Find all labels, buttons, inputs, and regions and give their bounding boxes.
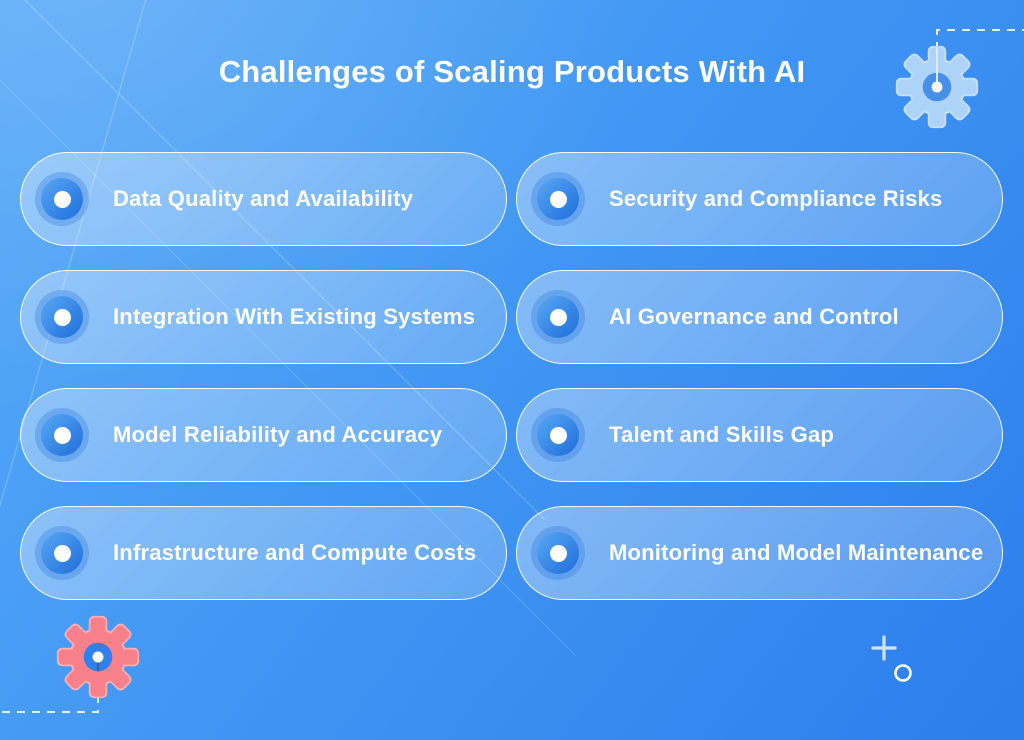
challenges-grid: Data Quality and Availability Integratio… bbox=[20, 152, 1003, 600]
dot-circle-icon bbox=[531, 526, 585, 580]
challenge-label: Infrastructure and Compute Costs bbox=[113, 540, 477, 565]
challenge-label: Data Quality and Availability bbox=[113, 186, 414, 211]
dot-circle-icon bbox=[35, 290, 89, 344]
dot-circle-icon bbox=[531, 290, 585, 344]
challenge-pill: AI Governance and Control bbox=[516, 270, 1003, 364]
ring-icon bbox=[894, 664, 912, 682]
dot-circle-icon bbox=[531, 408, 585, 462]
challenge-label: Integration With Existing Systems bbox=[113, 304, 476, 329]
challenge-pill: Data Quality and Availability bbox=[20, 152, 507, 246]
dot-circle-icon bbox=[35, 526, 89, 580]
gear-center-dot bbox=[931, 81, 943, 93]
plus-icon bbox=[871, 635, 897, 661]
challenge-label: Security and Compliance Risks bbox=[609, 186, 943, 211]
dot-circle-icon bbox=[531, 172, 585, 226]
challenge-pill: Security and Compliance Risks bbox=[516, 152, 1003, 246]
challenge-pill: Integration With Existing Systems bbox=[20, 270, 507, 364]
challenge-label: Monitoring and Model Maintenance bbox=[609, 540, 984, 565]
gear-icon-top-right bbox=[895, 45, 979, 129]
challenge-label: Talent and Skills Gap bbox=[609, 422, 835, 447]
challenge-label: AI Governance and Control bbox=[609, 304, 899, 329]
challenge-pill: Talent and Skills Gap bbox=[516, 388, 1003, 482]
challenge-label: Model Reliability and Accuracy bbox=[113, 422, 443, 447]
challenge-pill: Monitoring and Model Maintenance bbox=[516, 506, 1003, 600]
page-title: Challenges of Scaling Products With AI bbox=[218, 54, 806, 89]
gear-center-dot bbox=[92, 651, 104, 663]
challenge-pill: Model Reliability and Accuracy bbox=[20, 388, 507, 482]
challenge-pill: Infrastructure and Compute Costs bbox=[20, 506, 507, 600]
gear-icon-bottom-left bbox=[56, 615, 140, 699]
dot-circle-icon bbox=[35, 408, 89, 462]
dot-circle-icon bbox=[35, 172, 89, 226]
